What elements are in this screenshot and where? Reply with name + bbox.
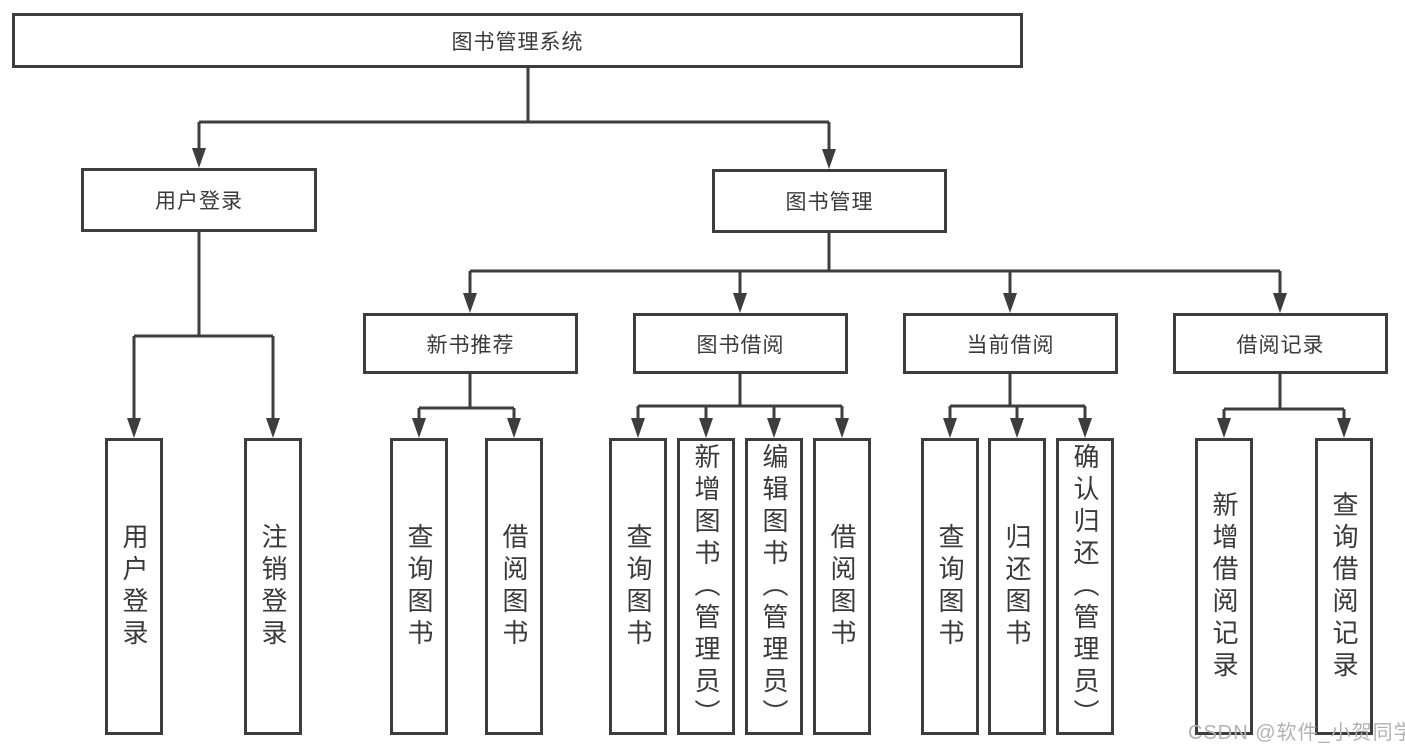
leaf-query-book-borrow-label: 查询图书 [623,522,653,651]
leaf-query-borrow-record-label: 查询借阅记录 [1329,490,1359,683]
csdn-watermark: CSDN @软件_小贺同学 [1188,722,1405,744]
leaf-confirm-return-admin: 确认归还（管理员） [1056,438,1114,735]
leaf-borrow-book-label: 借阅图书 [827,522,857,651]
node-borrow-records-label: 借阅记录 [1236,333,1325,357]
leaf-confirm-return-admin-label: 确认归还（管理员） [1070,442,1100,731]
leaf-query-borrow-record: 查询借阅记录 [1315,438,1373,735]
node-book-borrow-label: 图书借阅 [696,333,785,357]
leaf-logout: 注销登录 [244,438,302,735]
leaf-borrow-book-recommend-label: 借阅图书 [499,522,529,651]
node-book-management-label: 图书管理 [785,191,874,214]
leaf-user-login-label: 用户登录 [119,522,149,651]
leaf-logout-label: 注销登录 [258,522,288,651]
leaf-query-book-recommend-label: 查询图书 [404,522,434,651]
leaf-query-book-current-label: 查询图书 [935,522,965,651]
leaf-add-book-admin-label: 新增图书（管理员） [691,442,721,731]
leaf-borrow-book-recommend: 借阅图书 [485,438,543,735]
node-book-borrow: 图书借阅 [633,313,848,374]
leaf-add-book-admin: 新增图书（管理员） [677,438,735,735]
leaf-user-login: 用户登录 [105,438,163,735]
node-book-management: 图书管理 [712,169,947,233]
node-new-book-recommend-label: 新书推荐 [426,333,515,357]
leaf-add-borrow-record-label: 新增借阅记录 [1209,490,1239,683]
node-library-system: 图书管理系统 [12,13,1023,68]
leaf-query-book-recommend: 查询图书 [390,438,448,735]
node-new-book-recommend: 新书推荐 [363,313,578,374]
node-user-login-label: 用户登录 [155,190,243,213]
node-current-borrow-label: 当前借阅 [966,333,1055,357]
leaf-add-borrow-record: 新增借阅记录 [1195,438,1253,735]
leaf-edit-book-admin-label: 编辑图书（管理员） [759,442,789,731]
node-borrow-records: 借阅记录 [1173,313,1388,374]
leaf-query-book-current: 查询图书 [921,438,979,735]
leaf-return-book-label: 归还图书 [1002,522,1032,651]
leaf-return-book: 归还图书 [988,438,1046,735]
leaf-edit-book-admin: 编辑图书（管理员） [745,438,803,735]
leaf-query-book-borrow: 查询图书 [609,438,667,735]
leaf-borrow-book: 借阅图书 [813,438,871,735]
node-current-borrow: 当前借阅 [903,313,1118,374]
node-user-login: 用户登录 [81,168,317,232]
node-library-system-label: 图书管理系统 [451,30,584,54]
